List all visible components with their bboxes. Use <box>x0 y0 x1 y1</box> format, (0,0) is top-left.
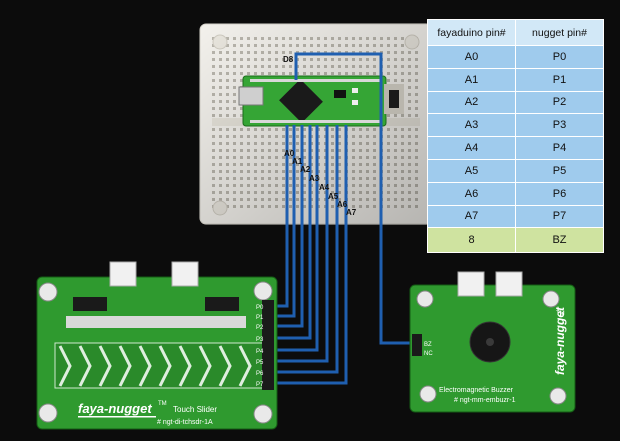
connector <box>110 262 136 286</box>
table-row: A6 P6 <box>428 182 604 205</box>
header-nugget-pin: nugget pin# <box>516 20 604 46</box>
header-fayaduino-pin: fayaduino pin# <box>428 20 516 46</box>
table-row: A3 P3 <box>428 114 604 137</box>
pin-p5: P5 <box>256 360 264 366</box>
nugget-pin-cell: P2 <box>516 91 604 114</box>
table-row: 8 BZ <box>428 228 604 253</box>
mount-hole <box>550 388 566 404</box>
buzzer-name: Electromagnetic Buzzer <box>439 387 514 394</box>
slider-tm: TM <box>158 401 167 407</box>
pin-p6: P6 <box>256 371 264 377</box>
mount-hole <box>543 291 559 307</box>
connector <box>496 272 522 296</box>
nugget-pin-cell: P5 <box>516 159 604 182</box>
table-row: A5 P5 <box>428 159 604 182</box>
label-d8: D8 <box>283 55 294 64</box>
nugget-pin-cell: P4 <box>516 137 604 160</box>
buzzer-tm: TM <box>556 311 565 317</box>
fayaduino-pin-cell: A1 <box>428 68 516 91</box>
pin-p2: P2 <box>256 325 264 331</box>
table-row: A4 P4 <box>428 137 604 160</box>
fayaduino-pin-cell: A6 <box>428 182 516 205</box>
table-row: A1 P1 <box>428 68 604 91</box>
label-a3: A3 <box>309 174 320 183</box>
fayaduino-pin-cell: A4 <box>428 137 516 160</box>
nugget-pin-cell: P6 <box>516 182 604 205</box>
table-row: A2 P2 <box>428 91 604 114</box>
chip <box>205 297 239 311</box>
touch-slider-board: P0 P1 P2 P3 P4 P5 P6 P7 faya-nugget TM T… <box>37 262 277 429</box>
fayaduino-pin-cell: A5 <box>428 159 516 182</box>
mount-hole <box>39 404 57 422</box>
table-row: A0 P0 <box>428 46 604 69</box>
pin-mapping-table: fayaduino pin# nugget pin# A0 P0 A1 P1 A… <box>427 19 604 253</box>
label-a2: A2 <box>300 165 311 174</box>
nugget-pin-cell: BZ <box>516 228 604 253</box>
mount-hole <box>417 291 433 307</box>
fayaduino-pin-cell: A7 <box>428 205 516 228</box>
connector <box>458 272 484 296</box>
fayaduino-pin-cell: A2 <box>428 91 516 114</box>
connector <box>172 262 198 286</box>
pin-nc: NC <box>424 351 433 357</box>
buzzer-board: BZ NC faya-nugget TM Electromagnetic Buz… <box>410 272 575 412</box>
buzzer-part: # ngt-mm-embuzr-1 <box>454 397 516 404</box>
chip <box>73 297 107 311</box>
nugget-pin-cell: P7 <box>516 205 604 228</box>
mount-hole <box>39 283 57 301</box>
nugget-pin-cell: P1 <box>516 68 604 91</box>
label-a7: A7 <box>346 208 357 217</box>
nugget-pin-cell: P0 <box>516 46 604 69</box>
pin-p1: P1 <box>256 315 264 321</box>
fayaduino-pin-cell: 8 <box>428 228 516 253</box>
slider-name: Touch Slider <box>173 405 217 414</box>
pin-p7: P7 <box>256 382 264 388</box>
fayaduino-pin-cell: A3 <box>428 114 516 137</box>
slider-pad <box>55 343 265 388</box>
slider-part: # ngt-di-tchsdr-1A <box>157 419 213 426</box>
mount-hole <box>254 282 272 300</box>
pin-p0: P0 <box>256 305 264 311</box>
mount-hole <box>420 386 436 402</box>
pin-p3: P3 <box>256 337 264 343</box>
fayaduino-board <box>239 76 404 126</box>
fayaduino-pin-cell: A0 <box>428 46 516 69</box>
pin-bz: BZ <box>424 342 432 348</box>
table-header-row: fayaduino pin# nugget pin# <box>428 20 604 46</box>
nugget-pin-cell: P3 <box>516 114 604 137</box>
table-row: A7 P7 <box>428 205 604 228</box>
slider-brand: faya-nugget <box>78 401 152 416</box>
label-a4: A4 <box>319 183 330 192</box>
pin-p4: P4 <box>256 349 264 355</box>
mount-hole <box>254 405 272 423</box>
